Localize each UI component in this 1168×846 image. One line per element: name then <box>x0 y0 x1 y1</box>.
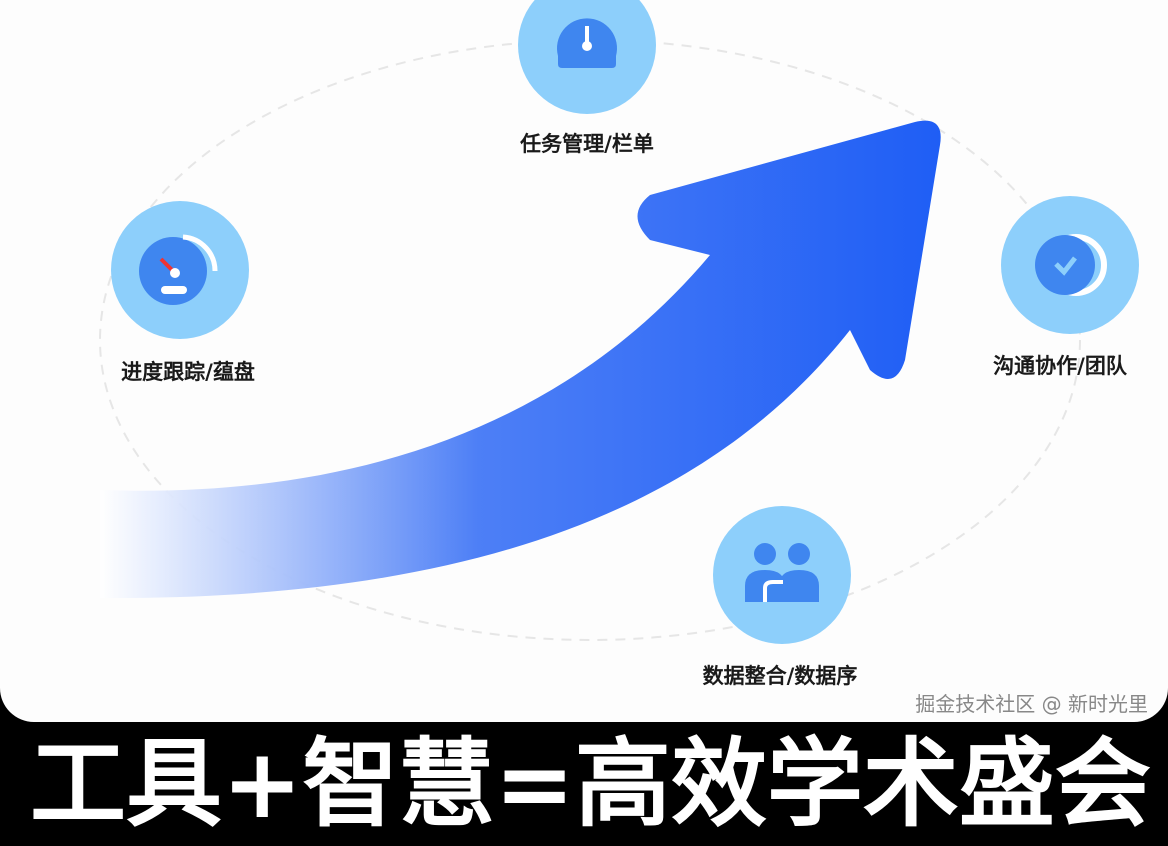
node-label: 数据整合/数据序 <box>702 664 858 688</box>
speedometer-icon <box>557 18 617 68</box>
illustration-panel: 任务管理/栏单 进度跟踪/蕴盘 沟通协作/团队 数据整合/数据序 <box>0 0 1168 722</box>
orbit-ring <box>99 39 1081 641</box>
check-badge-icon <box>1035 234 1107 296</box>
node-label: 进度跟踪/蕴盘 <box>121 360 255 384</box>
progress-tracking-node <box>111 201 249 339</box>
gauge-icon <box>139 234 218 305</box>
task-management-node <box>518 0 656 114</box>
growth-arrow <box>100 120 941 599</box>
node-label: 任务管理/栏单 <box>520 132 654 156</box>
data-integration-node <box>713 506 851 644</box>
slogan-heading: 工具+智慧=高效学术盛会 <box>30 728 1151 840</box>
node-label: 沟通协作/团队 <box>993 354 1127 378</box>
orbit-and-arrow <box>99 39 1081 641</box>
users-icon <box>745 543 819 602</box>
collaboration-node <box>1001 196 1139 334</box>
watermark: 掘金技术社区 @ 新时光里 <box>915 692 1148 716</box>
